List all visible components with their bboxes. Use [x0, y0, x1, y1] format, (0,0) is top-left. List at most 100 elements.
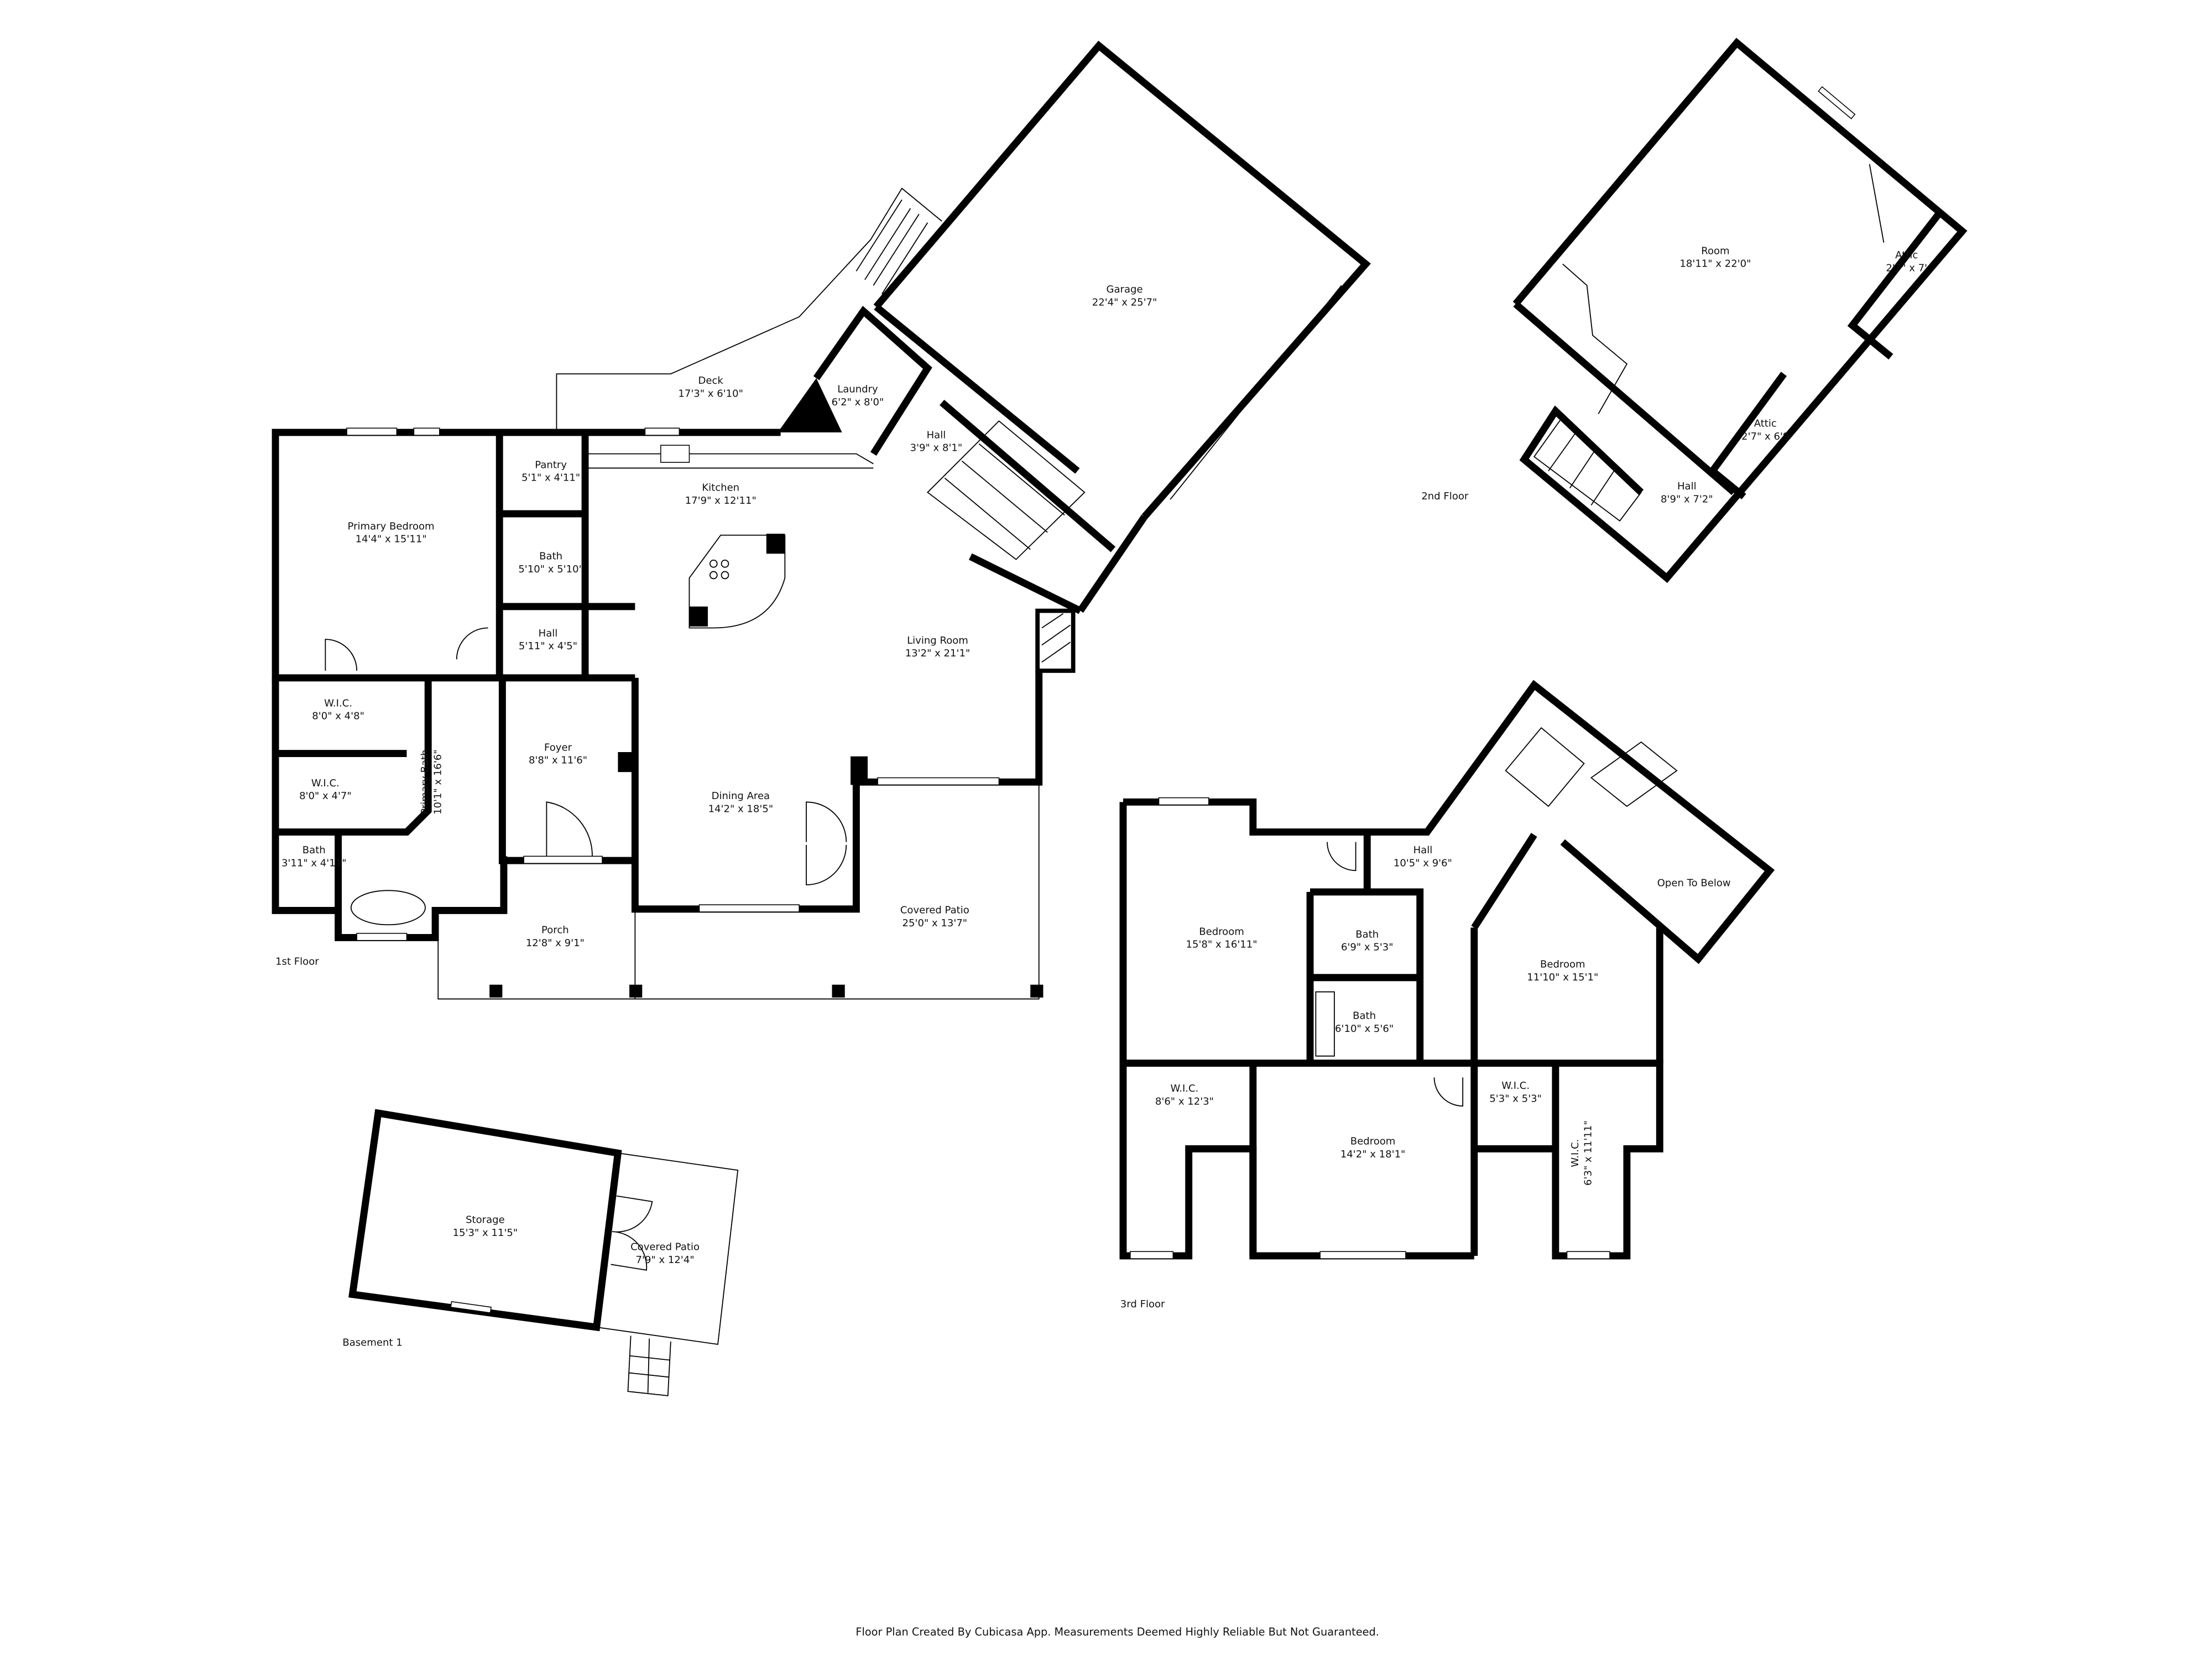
window	[450, 1301, 492, 1313]
basement-stairs	[627, 1335, 671, 1396]
sloped-ceiling-line	[1562, 164, 1885, 414]
door-swing	[611, 1195, 653, 1271]
first-floor-plan	[272, 40, 1371, 1000]
room-label-wic: W.I.C.8'0" x 4'7"	[299, 778, 352, 802]
foyer-walls	[498, 677, 635, 864]
third-floor-outer-walls	[1119, 680, 1775, 1260]
left-wing-walls	[272, 677, 508, 941]
porch-post	[489, 984, 503, 998]
garage-door	[1170, 285, 1342, 500]
room-label-open-to-below: Open To Below	[1657, 878, 1731, 889]
third-floor-plan	[1119, 680, 1775, 1260]
attic-walls	[1707, 208, 1944, 500]
front-door-swing	[546, 801, 593, 857]
kitchen-corner-block	[778, 378, 842, 432]
stairs-second-floor	[1533, 416, 1642, 522]
window	[877, 777, 1000, 786]
patio-post	[1030, 984, 1044, 998]
bathtub-icon	[350, 890, 426, 926]
floor-label-third: 3rd Floor	[1120, 1298, 1165, 1310]
deck-railing	[556, 187, 942, 432]
patio-door-swing	[806, 801, 847, 885]
deck-stairs	[855, 199, 928, 295]
window	[413, 427, 440, 436]
second-floor-plan	[1512, 38, 1968, 583]
kitchen-sink-icon	[660, 445, 690, 463]
garage-walls	[873, 40, 1371, 613]
window	[698, 904, 800, 912]
bathtub-icon	[1315, 991, 1335, 1057]
island-block	[766, 534, 785, 554]
basement-covered-patio-outline	[596, 1152, 739, 1345]
window	[1818, 86, 1856, 119]
room-label-wic: W.I.C.8'0" x 4'8"	[312, 697, 364, 722]
third-floor-inner-walls	[1123, 832, 1663, 1260]
kitchen-island	[688, 534, 786, 629]
door-swing	[325, 639, 358, 671]
service-core-walls	[499, 429, 1043, 913]
footer-disclaimer: Floor Plan Created By Cubicasa App. Meas…	[855, 1625, 1379, 1638]
room-label-wic: W.I.C.5'3" x 5'3"	[1489, 1080, 1542, 1104]
porch-outline	[437, 913, 635, 1000]
window	[1566, 1251, 1610, 1259]
island-block	[689, 606, 708, 627]
stairs-first-floor	[927, 420, 1086, 560]
window	[523, 855, 603, 864]
window	[346, 427, 398, 436]
cooktop-icon	[709, 560, 729, 580]
primary-bedroom-walls	[272, 429, 503, 682]
porch-post	[629, 984, 643, 998]
window	[1130, 1251, 1174, 1259]
window	[1158, 797, 1209, 806]
room-lower-wall	[1513, 301, 1736, 495]
floor-label-basement: Basement 1	[342, 1337, 402, 1349]
door-swing	[1327, 842, 1357, 872]
room-label-wic: W.I.C.6'3" x 11'11"	[1569, 1120, 1594, 1186]
column	[851, 756, 868, 785]
laundry-walls	[813, 305, 932, 456]
covered-patio-outline	[634, 782, 1040, 1000]
hall-stair-walls	[874, 304, 1116, 614]
window	[1319, 1251, 1406, 1259]
kitchen-counter	[585, 453, 874, 469]
window	[356, 932, 408, 941]
door-swing	[456, 627, 488, 660]
basement-plan	[348, 1109, 739, 1396]
door-swing	[1433, 1077, 1464, 1107]
room-walls	[1512, 38, 1968, 583]
fireplace-hatch	[1041, 613, 1071, 663]
window	[644, 427, 680, 436]
fireplace-icon	[1035, 608, 1076, 673]
stairs-third-floor	[1505, 727, 1678, 807]
room-label-wic: W.I.C.8'6" x 12'3"	[1155, 1083, 1214, 1107]
